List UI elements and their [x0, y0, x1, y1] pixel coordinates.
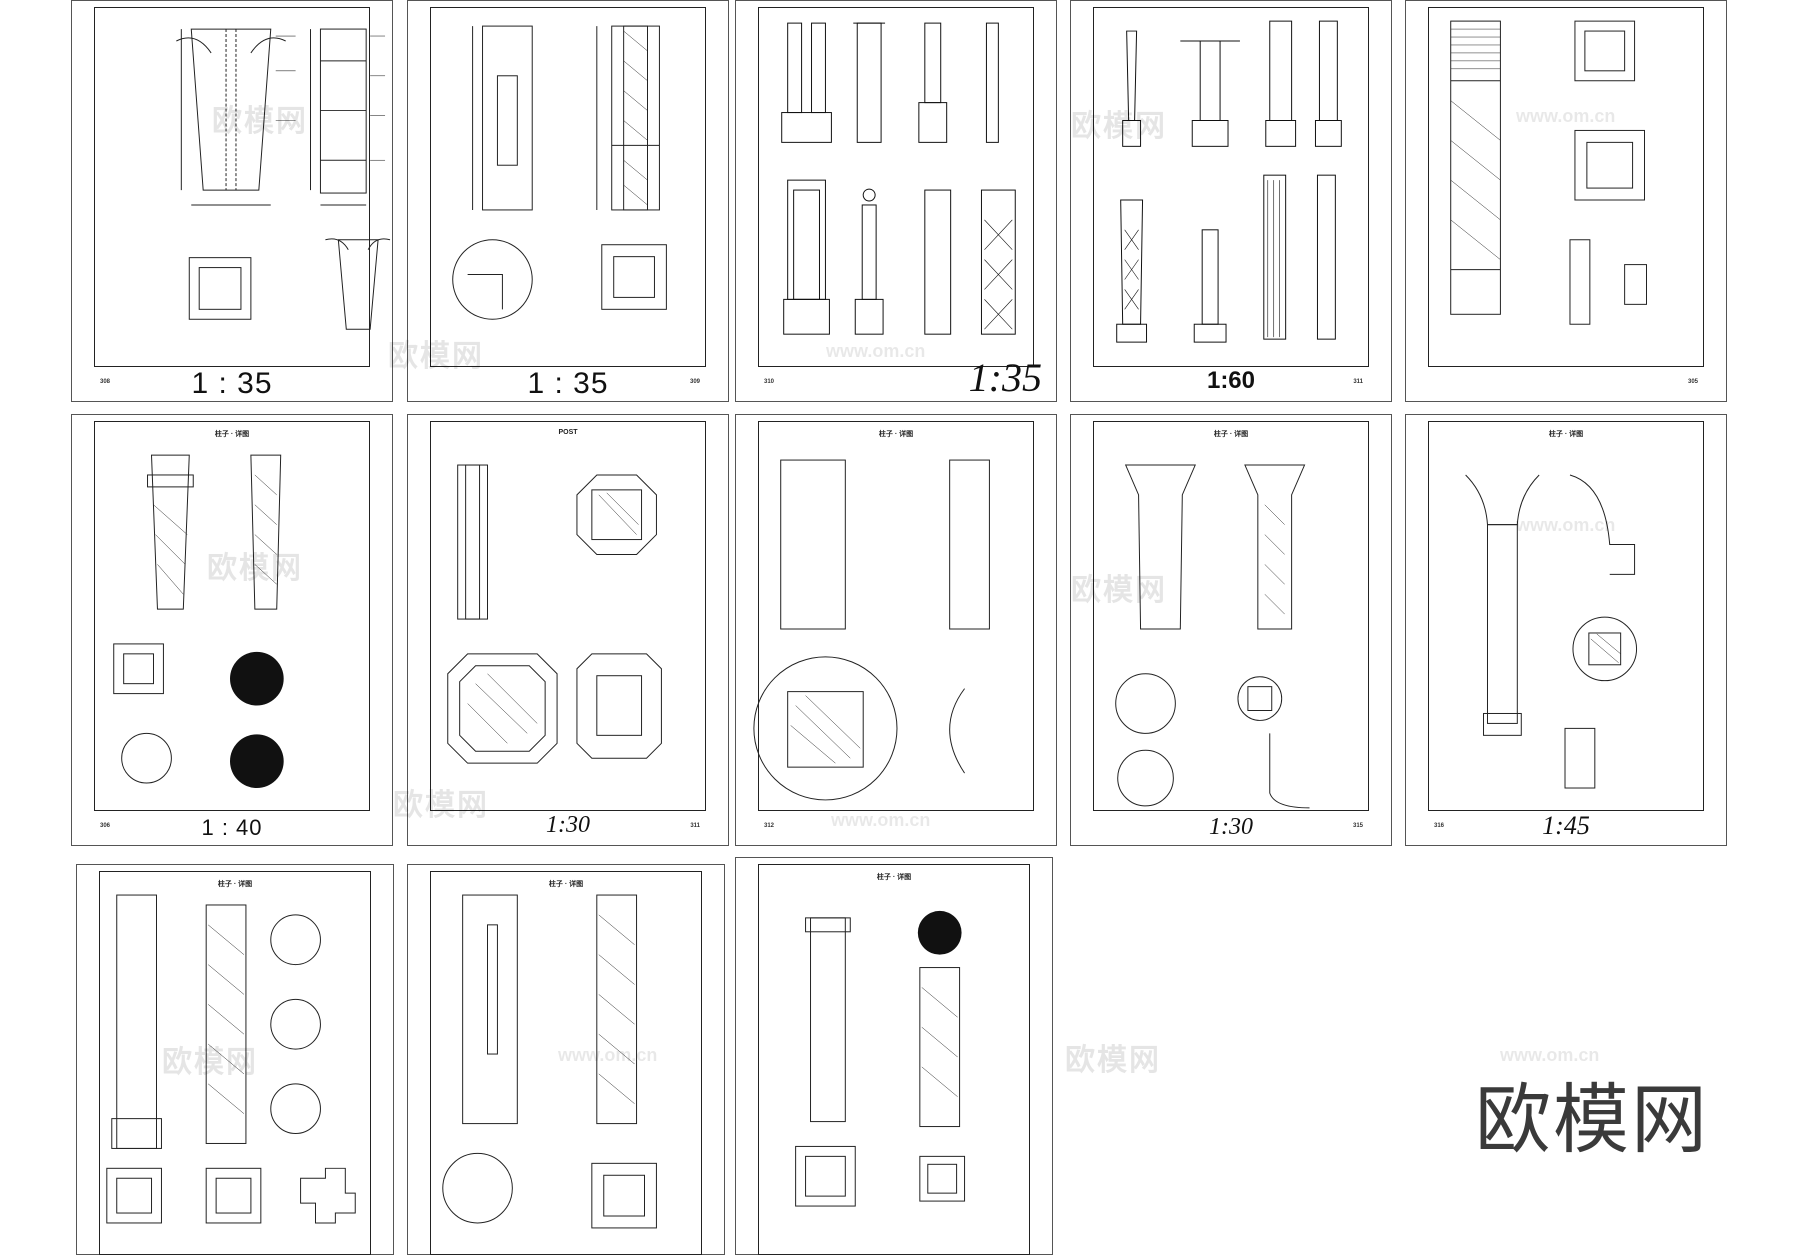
page-number: 306 [100, 823, 111, 829]
page-number: 312 [764, 823, 775, 829]
drawing-sheet[interactable]: 柱子 · 详图 欧模网 306 1 : 40 [71, 414, 393, 846]
sheet-title: 柱子 · 详图 [217, 881, 253, 888]
scale-label: 1 : 40 [201, 815, 263, 840]
sheet-title: POST [558, 429, 578, 436]
sheet-title: 柱子 · 详图 [876, 874, 912, 881]
sheet-frame [1093, 421, 1369, 811]
sheet-title: 柱子 · 详图 [548, 881, 584, 888]
page-number: 315 [1352, 823, 1363, 829]
drawing-sheet[interactable]: 柱子 · 详图 www.om.cn 312 [735, 414, 1057, 846]
drawing-sheet[interactable]: 柱子 · 详图 www.om.cn 316 1:45 [1405, 414, 1727, 846]
sheet-title: 柱子 · 详图 [1213, 431, 1249, 438]
drawing-sheet[interactable]: 柱子 · 详图 欧模网 315 1:30 [1070, 414, 1392, 846]
drawing-sheet[interactable]: www.om.cn 305 [1405, 0, 1727, 402]
scale-label: 1 : 35 [191, 367, 273, 400]
sheet-frame [94, 421, 370, 811]
watermark: 欧模网 [1065, 1044, 1161, 1077]
column-elevation-drawing [176, 28, 391, 330]
drawing-sheet[interactable]: 柱子 · 详图 欧模网 [76, 864, 394, 1255]
column-detail-drawing [1450, 20, 1647, 325]
drawing-sheet[interactable]: 柱子 · 详图 [735, 857, 1053, 1255]
page-number: 311 [1353, 379, 1363, 385]
drawing-sheet[interactable]: POST 欧模网 311 1:30 [393, 414, 729, 846]
column-section-set-drawing [795, 910, 966, 1207]
scale-label: 1:35 [968, 355, 1042, 400]
round-column-section-drawing [753, 459, 990, 801]
drawing-sheet[interactable]: 欧模网 311 1:60 [1070, 0, 1392, 402]
scale-label: 1:45 [1542, 811, 1590, 840]
page-number: 309 [689, 379, 700, 385]
slim-column-drawing [442, 894, 657, 1229]
sheet-frame [94, 7, 370, 367]
tapered-column-drawing [113, 454, 284, 789]
capital-column-drawing [1465, 474, 1638, 789]
scale-label: 1:30 [1209, 814, 1253, 840]
column-section-drawing [452, 25, 667, 320]
drawing-sheet[interactable]: 欧模网 308 1 : 35 [71, 0, 393, 402]
page-number: 316 [1434, 823, 1445, 829]
drawing-sheet[interactable]: 欧模网 309 1 : 35 [388, 0, 729, 402]
site-logo: 欧模网 [1475, 1075, 1709, 1164]
sheet-frame [430, 421, 706, 811]
sheet-frame [1428, 421, 1704, 811]
sheet-frame [1428, 7, 1704, 367]
scale-label: 1:30 [546, 812, 590, 838]
sheet-title: 柱子 · 详图 [214, 431, 250, 438]
drawing-sheet[interactable]: 柱子 · 详图 www.om.cn [407, 864, 725, 1255]
page-number: 308 [100, 379, 111, 385]
column-with-details-drawing [106, 894, 356, 1224]
sheet-frame [1093, 7, 1369, 367]
drawing-sheet[interactable]: www.om.cn 310 1:35 [735, 0, 1057, 402]
classical-columns-drawing [781, 22, 1016, 335]
sheet-frame [758, 7, 1034, 367]
page-number: 311 [690, 823, 700, 829]
sheet-title: 柱子 · 详图 [878, 431, 914, 438]
sheet-frame [430, 7, 706, 367]
scale-label: 1 : 35 [527, 367, 609, 400]
page-number: 305 [1687, 379, 1698, 385]
ornate-columns-drawing [1116, 20, 1342, 343]
sheet-title: 柱子 · 详图 [1548, 431, 1584, 438]
scale-label: 1:60 [1206, 367, 1256, 394]
page-number: 310 [764, 379, 775, 385]
sheet-frame [758, 421, 1034, 811]
octagonal-column-drawing [447, 464, 662, 764]
flared-column-drawing [1115, 464, 1310, 809]
